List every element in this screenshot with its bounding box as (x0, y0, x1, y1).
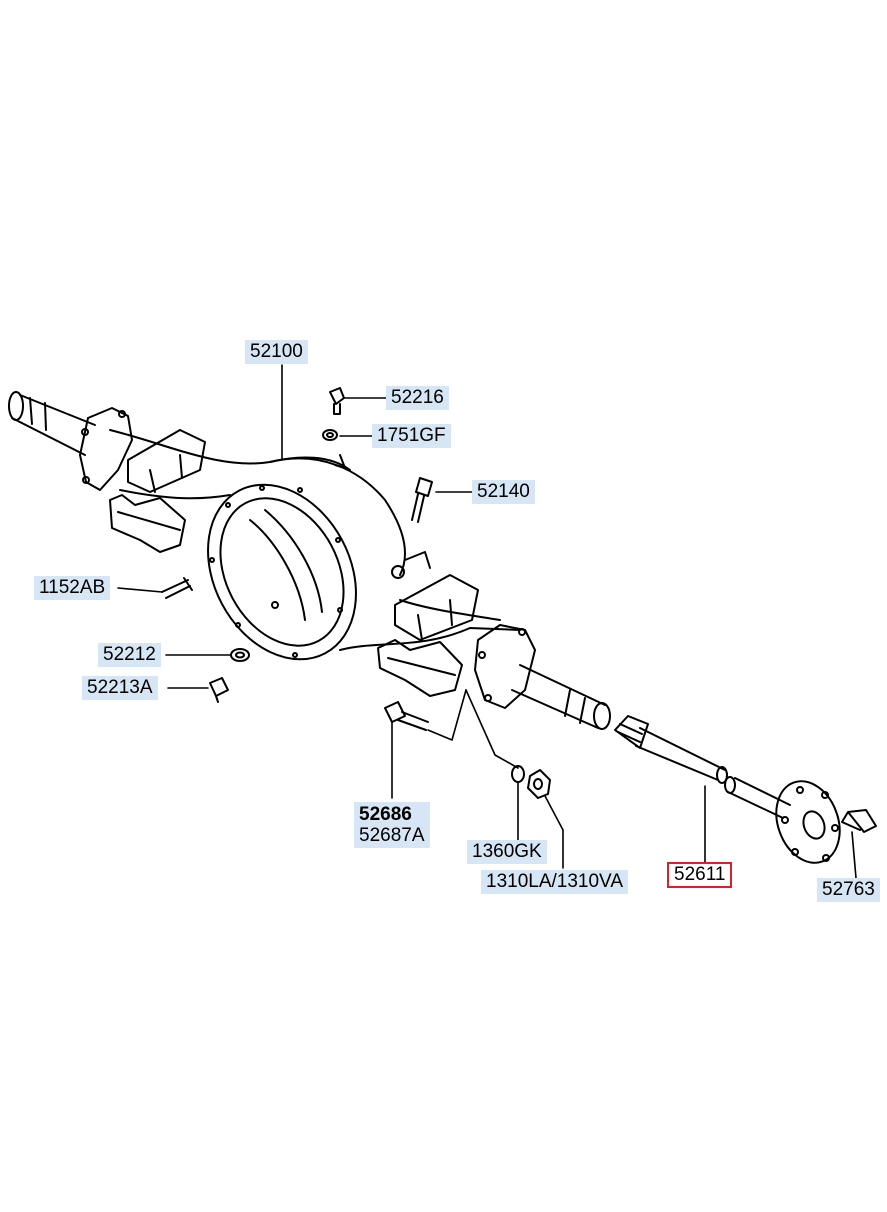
hardware-parts (161, 387, 551, 799)
part-label-1360GK[interactable]: 1360GK (467, 840, 547, 864)
part-label-52213A[interactable]: 52213A (82, 676, 158, 700)
part-label-52212[interactable]: 52212 (98, 643, 161, 667)
part-label-52100[interactable]: 52100 (245, 340, 308, 364)
part-label-52686-52687A[interactable]: 52686 52687A (354, 802, 430, 848)
axle-housing (8, 391, 611, 730)
part-label-52140[interactable]: 52140 (472, 480, 535, 504)
part-label-52687A[interactable]: 52687A (359, 825, 425, 846)
axle-shaft (614, 715, 877, 864)
part-label-1152AB[interactable]: 1152AB (34, 576, 111, 600)
part-label-52216[interactable]: 52216 (386, 386, 449, 410)
part-label-52611-selected[interactable]: 52611 (667, 862, 733, 888)
leader-lines (117, 364, 857, 879)
part-label-52686[interactable]: 52686 (359, 804, 412, 825)
part-label-52763[interactable]: 52763 (817, 878, 880, 902)
part-label-1310LA-1310VA[interactable]: 1310LA/1310VA (481, 870, 628, 894)
part-label-1751GF[interactable]: 1751GF (372, 424, 451, 448)
